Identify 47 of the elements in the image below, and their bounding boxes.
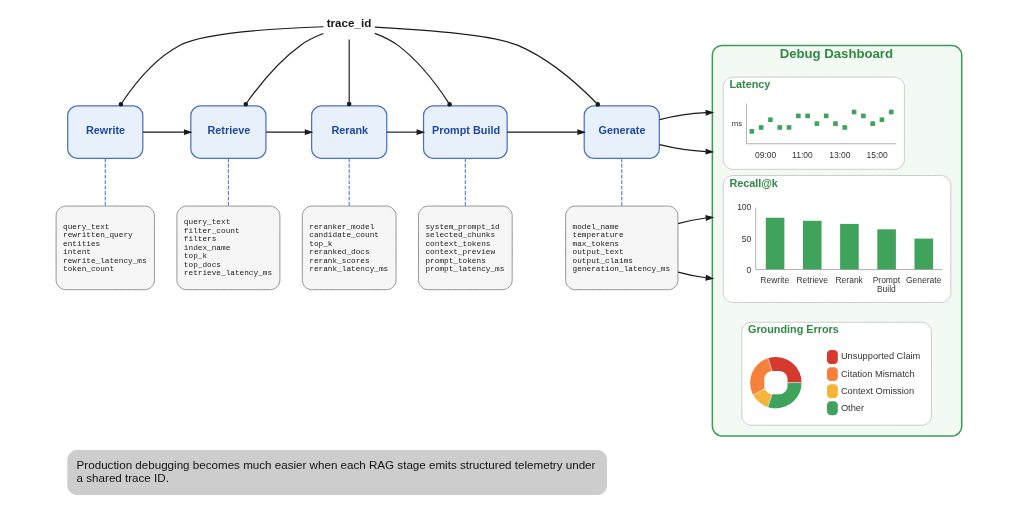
arrow <box>659 109 715 121</box>
legend-label: Other <box>840 402 865 413</box>
x-tick-label: Retrieve <box>796 274 829 285</box>
bar <box>840 223 859 270</box>
arrow <box>677 215 715 225</box>
legend-label: Citation Mismatch <box>840 368 915 379</box>
arrow <box>659 144 715 155</box>
label: 15:00 <box>866 150 888 161</box>
label: 09:00 <box>754 150 777 161</box>
node-box: Retrieve <box>190 105 267 160</box>
connector <box>621 157 623 207</box>
x-tick-label: Prompt Build <box>872 274 901 294</box>
bar <box>914 238 934 270</box>
connector <box>374 32 452 107</box>
connector <box>118 26 325 107</box>
label: ms <box>731 118 743 128</box>
arrow <box>677 271 715 281</box>
label: 11:00 <box>792 150 813 161</box>
connector <box>243 33 324 107</box>
legend-label: Context Omission <box>840 385 915 396</box>
node-text: trace_id <box>326 16 372 30</box>
x-tick-label: Rerank <box>835 274 864 285</box>
bar <box>802 220 822 270</box>
connector <box>348 157 350 207</box>
node-box: Generate <box>583 105 660 160</box>
connector <box>227 157 229 207</box>
bar <box>877 229 896 270</box>
connector <box>464 157 466 207</box>
caption: Production debugging becomes much easier when each RAG stage emits structured telemetry under a shared trace ID. <box>76 457 596 484</box>
connector <box>374 26 601 107</box>
arrow <box>506 129 586 136</box>
label: 13:00 <box>829 150 851 161</box>
node-box: Prompt Build <box>422 105 508 160</box>
legend-label: Unsupported Claim <box>840 351 921 362</box>
node-box: Rewrite <box>67 105 144 160</box>
connector <box>104 157 106 207</box>
y-tick-label: 0 <box>746 264 752 275</box>
y-tick-label: 100 <box>737 202 752 213</box>
arrow <box>386 129 426 136</box>
node-box: Rerank <box>311 105 388 160</box>
arrow <box>142 129 193 136</box>
x-tick-label: Rewrite <box>760 274 790 285</box>
bar <box>765 217 785 270</box>
arrow <box>265 129 314 136</box>
y-tick-label: 50 <box>741 233 752 244</box>
connector <box>346 38 352 107</box>
x-tick-label: Generate <box>905 274 942 285</box>
